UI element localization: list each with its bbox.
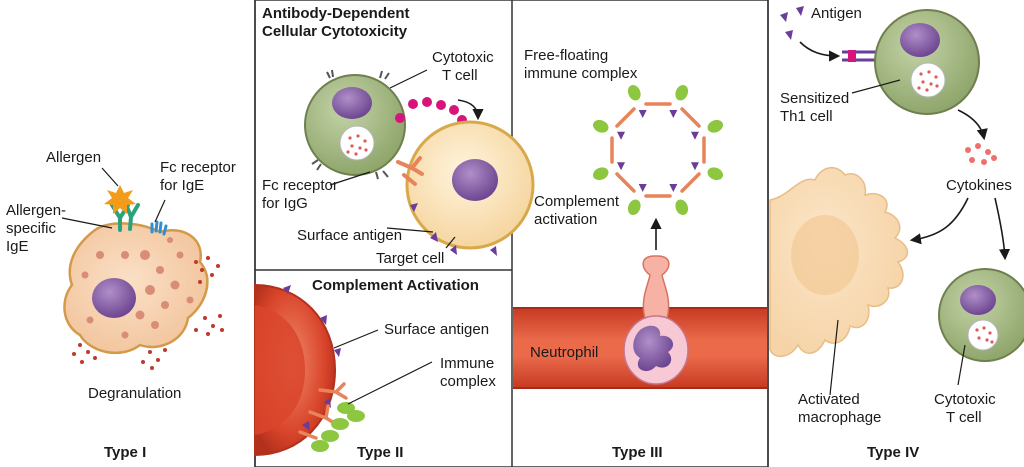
- ring-complement: [675, 199, 689, 216]
- label-allergen: Allergen: [46, 149, 101, 166]
- mast-cell: [63, 222, 209, 355]
- label-immune-complex-2: complex: [440, 373, 496, 390]
- allergen-star: [104, 185, 136, 214]
- label-sensitized-2: Th1 cell: [780, 108, 833, 125]
- ring-antigen: [638, 183, 647, 192]
- released-granules: [72, 256, 224, 370]
- neutrophil-nucleus: [633, 325, 674, 372]
- label-cytotoxic-t4-1: Cytotoxic: [934, 391, 996, 408]
- label-type-1: Type I: [104, 444, 146, 461]
- ring-antigen: [690, 162, 699, 171]
- complement-proteins: [311, 402, 365, 452]
- igg-antibody: [396, 156, 424, 186]
- complement-title: Complement Activation: [312, 277, 479, 294]
- ring-antibody: [615, 107, 636, 128]
- label-allergen-specific-2: specific: [6, 220, 57, 237]
- panel-type-2: Antibody-Dependent Cellular Cytotoxicity: [254, 5, 535, 461]
- ring-antigen: [617, 131, 626, 140]
- label-fc-receptor-igg-2: for IgG: [262, 195, 308, 212]
- label-activated-1: Activated: [798, 391, 860, 408]
- ring-complement: [707, 119, 724, 133]
- cytotoxic-t-cell: [304, 74, 406, 176]
- label-type-4: Type IV: [867, 444, 919, 461]
- neutrophil-pseudopod: [642, 255, 670, 319]
- ring-antigen: [669, 110, 678, 119]
- label-allergen-specific-3: IgE: [6, 238, 29, 255]
- macrophage-nucleus: [791, 215, 859, 295]
- label-degranulation: Degranulation: [88, 385, 181, 402]
- label-complement-activation-1: Complement: [534, 193, 620, 210]
- label-immune-complex-1: Immune: [440, 355, 494, 372]
- label-free-floating-2: immune complex: [524, 65, 638, 82]
- fc-receptor-ige: [150, 220, 168, 236]
- label-cytotoxic-t-1: Cytotoxic: [432, 49, 494, 66]
- label-type-2: Type II: [357, 444, 403, 461]
- label-target-cell: Target cell: [376, 250, 444, 267]
- ring-antibody: [680, 107, 701, 128]
- label-neutrophil: Neutrophil: [530, 344, 598, 361]
- adcc-title-2: Cellular Cytotoxicity: [262, 23, 408, 40]
- label-type-3: Type III: [612, 444, 663, 461]
- label-cytotoxic-t-2: T cell: [442, 67, 478, 84]
- label-activated-2: macrophage: [798, 409, 881, 426]
- mast-cell-nucleus: [92, 278, 136, 318]
- label-sensitized-1: Sensitized: [780, 90, 849, 107]
- ring-antigen: [690, 131, 699, 140]
- label-allergen-specific-1: Allergen-: [6, 202, 66, 219]
- t-cell-nucleus: [332, 87, 372, 119]
- ring-complement: [627, 84, 641, 101]
- t-cell-type4-nucleus: [960, 285, 996, 315]
- ring-complement: [592, 119, 609, 133]
- ring-complement: [627, 199, 641, 216]
- label-fc-receptor-ige-1: Fc receptor: [160, 159, 236, 176]
- ring-antibody: [680, 172, 701, 193]
- adcc-title-1: Antibody-Dependent: [262, 5, 410, 22]
- th1-granule-sac: [910, 62, 946, 98]
- ring-complement: [592, 167, 609, 181]
- panel-type-1: Allergen Fc receptor for IgE Allergen- s…: [6, 149, 236, 461]
- th1-nucleus: [900, 23, 940, 57]
- ring-antibody: [615, 172, 636, 193]
- target-cell-nucleus: [452, 159, 498, 201]
- cytotoxic-granules: [395, 97, 467, 134]
- label-antigen: Antigen: [811, 5, 862, 22]
- label-free-floating-1: Free-floating: [524, 47, 608, 64]
- ring-antigen: [669, 183, 678, 192]
- ring-antigen: [638, 110, 647, 119]
- label-surface-antigen-top: Surface antigen: [297, 227, 402, 244]
- ring-complement: [675, 84, 689, 101]
- label-complement-activation-2: activation: [534, 211, 597, 228]
- free-immune-complex: [592, 84, 724, 216]
- ring-antigen: [617, 162, 626, 171]
- cytokines-dots: [965, 143, 997, 165]
- t-cell-type4-granule-sac: [967, 319, 999, 351]
- ring-complement: [707, 167, 724, 181]
- label-cytokines: Cytokines: [946, 177, 1012, 194]
- label-fc-receptor-ige-2: for IgE: [160, 177, 204, 194]
- antigen-triangles: [780, 6, 804, 40]
- panel-type-3: Free-floating immune complex Complement …: [513, 47, 767, 461]
- mast-cell-granules: [81, 237, 194, 339]
- panel-type-4: Antigen Sensitized Th1 cell Cytokines: [769, 5, 1024, 461]
- label-fc-receptor-igg-1: Fc receptor: [262, 177, 338, 194]
- cytotoxic-t-cell-type4: [938, 268, 1024, 362]
- label-surface-antigen-bottom: Surface antigen: [384, 321, 489, 338]
- label-cytotoxic-t4-2: T cell: [946, 409, 982, 426]
